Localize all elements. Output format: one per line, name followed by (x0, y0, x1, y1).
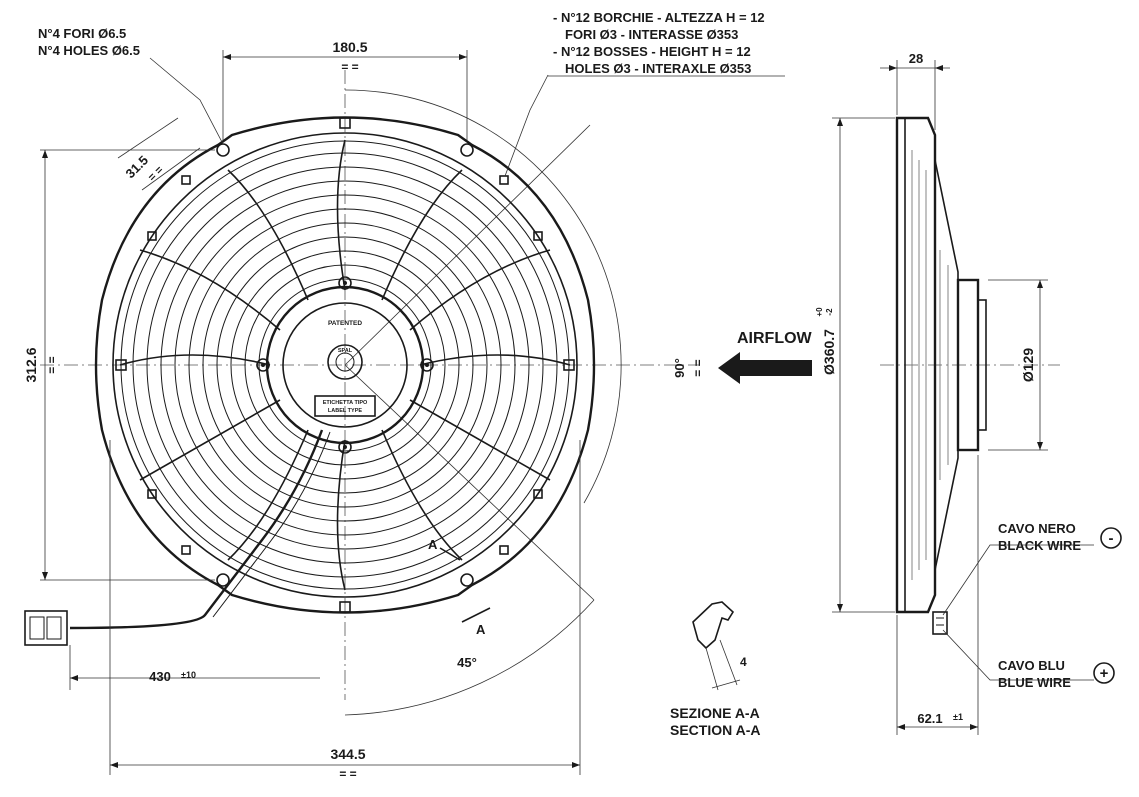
section-title-en: SECTION A-A (670, 722, 760, 738)
black-wire-leader (942, 544, 1094, 616)
side-grille-lines (911, 150, 949, 580)
dim-430: 430 (149, 669, 171, 684)
label-type-en: LABEL TYPE (328, 408, 362, 414)
blue-wire-label-it: CAVO BLU (998, 658, 1065, 673)
minus-icon (1100, 527, 1122, 549)
grille-rings (132, 152, 558, 578)
dim-90-deg: 90° (672, 358, 687, 378)
dim-360-tol-up: +0 (815, 307, 824, 317)
arc-45-deg (344, 599, 595, 716)
angle-line-45-bottom (344, 364, 595, 601)
side-shroud (895, 116, 937, 614)
shaft-cap-inner (335, 352, 355, 372)
plus-symbol: + (1100, 665, 1109, 682)
dim-360-tol-dn: -2 (825, 308, 834, 316)
connector-pin-1 (29, 616, 45, 640)
section-a-a: 4 SEZIONE A-A SECTION A-A (670, 601, 760, 738)
hub-screws (256, 276, 434, 454)
mounting-bosses (115, 117, 575, 613)
mounting-holes (216, 143, 474, 587)
arc-90-deg (344, 89, 622, 504)
blue-wire-label-en: BLUE WIRE (998, 675, 1071, 690)
section-title-it: SEZIONE A-A (670, 705, 760, 721)
dim-312-eq: = = (45, 356, 59, 373)
dim-180-eq: = = (341, 60, 358, 74)
notes: N°4 FORI Ø6.5 N°4 HOLES Ø6.5 - N°12 BORC… (38, 10, 785, 77)
dim-129: Ø129 (1020, 348, 1036, 382)
airflow-indicator: AIRFLOW (718, 330, 813, 384)
front-view: PATENTED SPAL ETICHETTA TIPO LABEL TYPE (24, 70, 700, 716)
blue-wire-leader (942, 629, 1094, 681)
holes-label-it: N°4 FORI Ø6.5 (38, 26, 126, 41)
side-motor-cap (977, 299, 987, 431)
shroud-inner-rim (112, 132, 578, 598)
dim-312-6: 312.6 (23, 347, 39, 382)
section-mark-a2: A (476, 622, 486, 637)
side-view: 28 Ø360.7 +0 -2 Ø129 62.1 ±1 CAVO NERO B… (815, 51, 1122, 735)
power-cable (69, 429, 324, 630)
dim-180-5: 180.5 (332, 39, 367, 55)
section-mark-a1: A (428, 537, 438, 552)
side-connector (932, 611, 948, 635)
hub-patented-text: PATENTED (328, 320, 362, 327)
black-wire-label-en: BLACK WIRE (998, 538, 1081, 553)
airflow-label: AIRFLOW (737, 330, 813, 347)
dim-section-4: 4 (740, 655, 747, 669)
dim-31-eq: = = (146, 164, 166, 184)
hub-outer (265, 285, 425, 445)
power-cable-edge (212, 431, 331, 618)
dim-62-tol: ±1 (953, 712, 963, 722)
dim-28: 28 (909, 51, 923, 66)
section-profile (692, 601, 735, 650)
dim-45-deg: 45° (457, 655, 477, 670)
label-type-it: ETICHETTA TIPO (323, 400, 368, 406)
dim-344-eq: = = (339, 767, 356, 781)
bosses-label-it-1: - N°12 BORCHIE - ALTEZZA H = 12 (553, 10, 765, 25)
section-line-a1 (439, 547, 461, 561)
hub-inner (282, 302, 408, 428)
connector-pin-2 (46, 616, 62, 640)
section-line-a2 (461, 607, 491, 623)
holes-label-en: N°4 HOLES Ø6.5 (38, 43, 140, 58)
bosses-label-it-2: FORI Ø3 - INTERASSE Ø353 (565, 27, 738, 42)
plus-icon (1093, 662, 1115, 684)
dim-90-eq: = = (691, 359, 705, 376)
shaft-cap (327, 344, 363, 380)
bosses-leader (504, 74, 549, 177)
minus-symbol: - (1109, 530, 1114, 547)
label-type-plate (314, 395, 376, 417)
shroud-outline (94, 116, 596, 614)
angle-line-45-top (344, 124, 591, 366)
dim-360-7: Ø360.7 (821, 329, 837, 375)
bosses-label-en-2: HOLES Ø3 - INTERAXLE Ø353 (565, 61, 751, 76)
airflow-arrow-icon (718, 352, 812, 384)
hub-brand-text: SPAL (338, 348, 353, 354)
grille-spokes (119, 139, 571, 591)
bosses-label-en-1: - N°12 BOSSES - HEIGHT H = 12 (553, 44, 751, 59)
connector-housing (24, 610, 68, 646)
dim-344-5: 344.5 (330, 746, 365, 762)
dim-430-tol: ±10 (181, 670, 196, 680)
holes-leader (149, 57, 224, 145)
black-wire-label-it: CAVO NERO (998, 521, 1076, 536)
dim-62-1: 62.1 (917, 711, 942, 726)
